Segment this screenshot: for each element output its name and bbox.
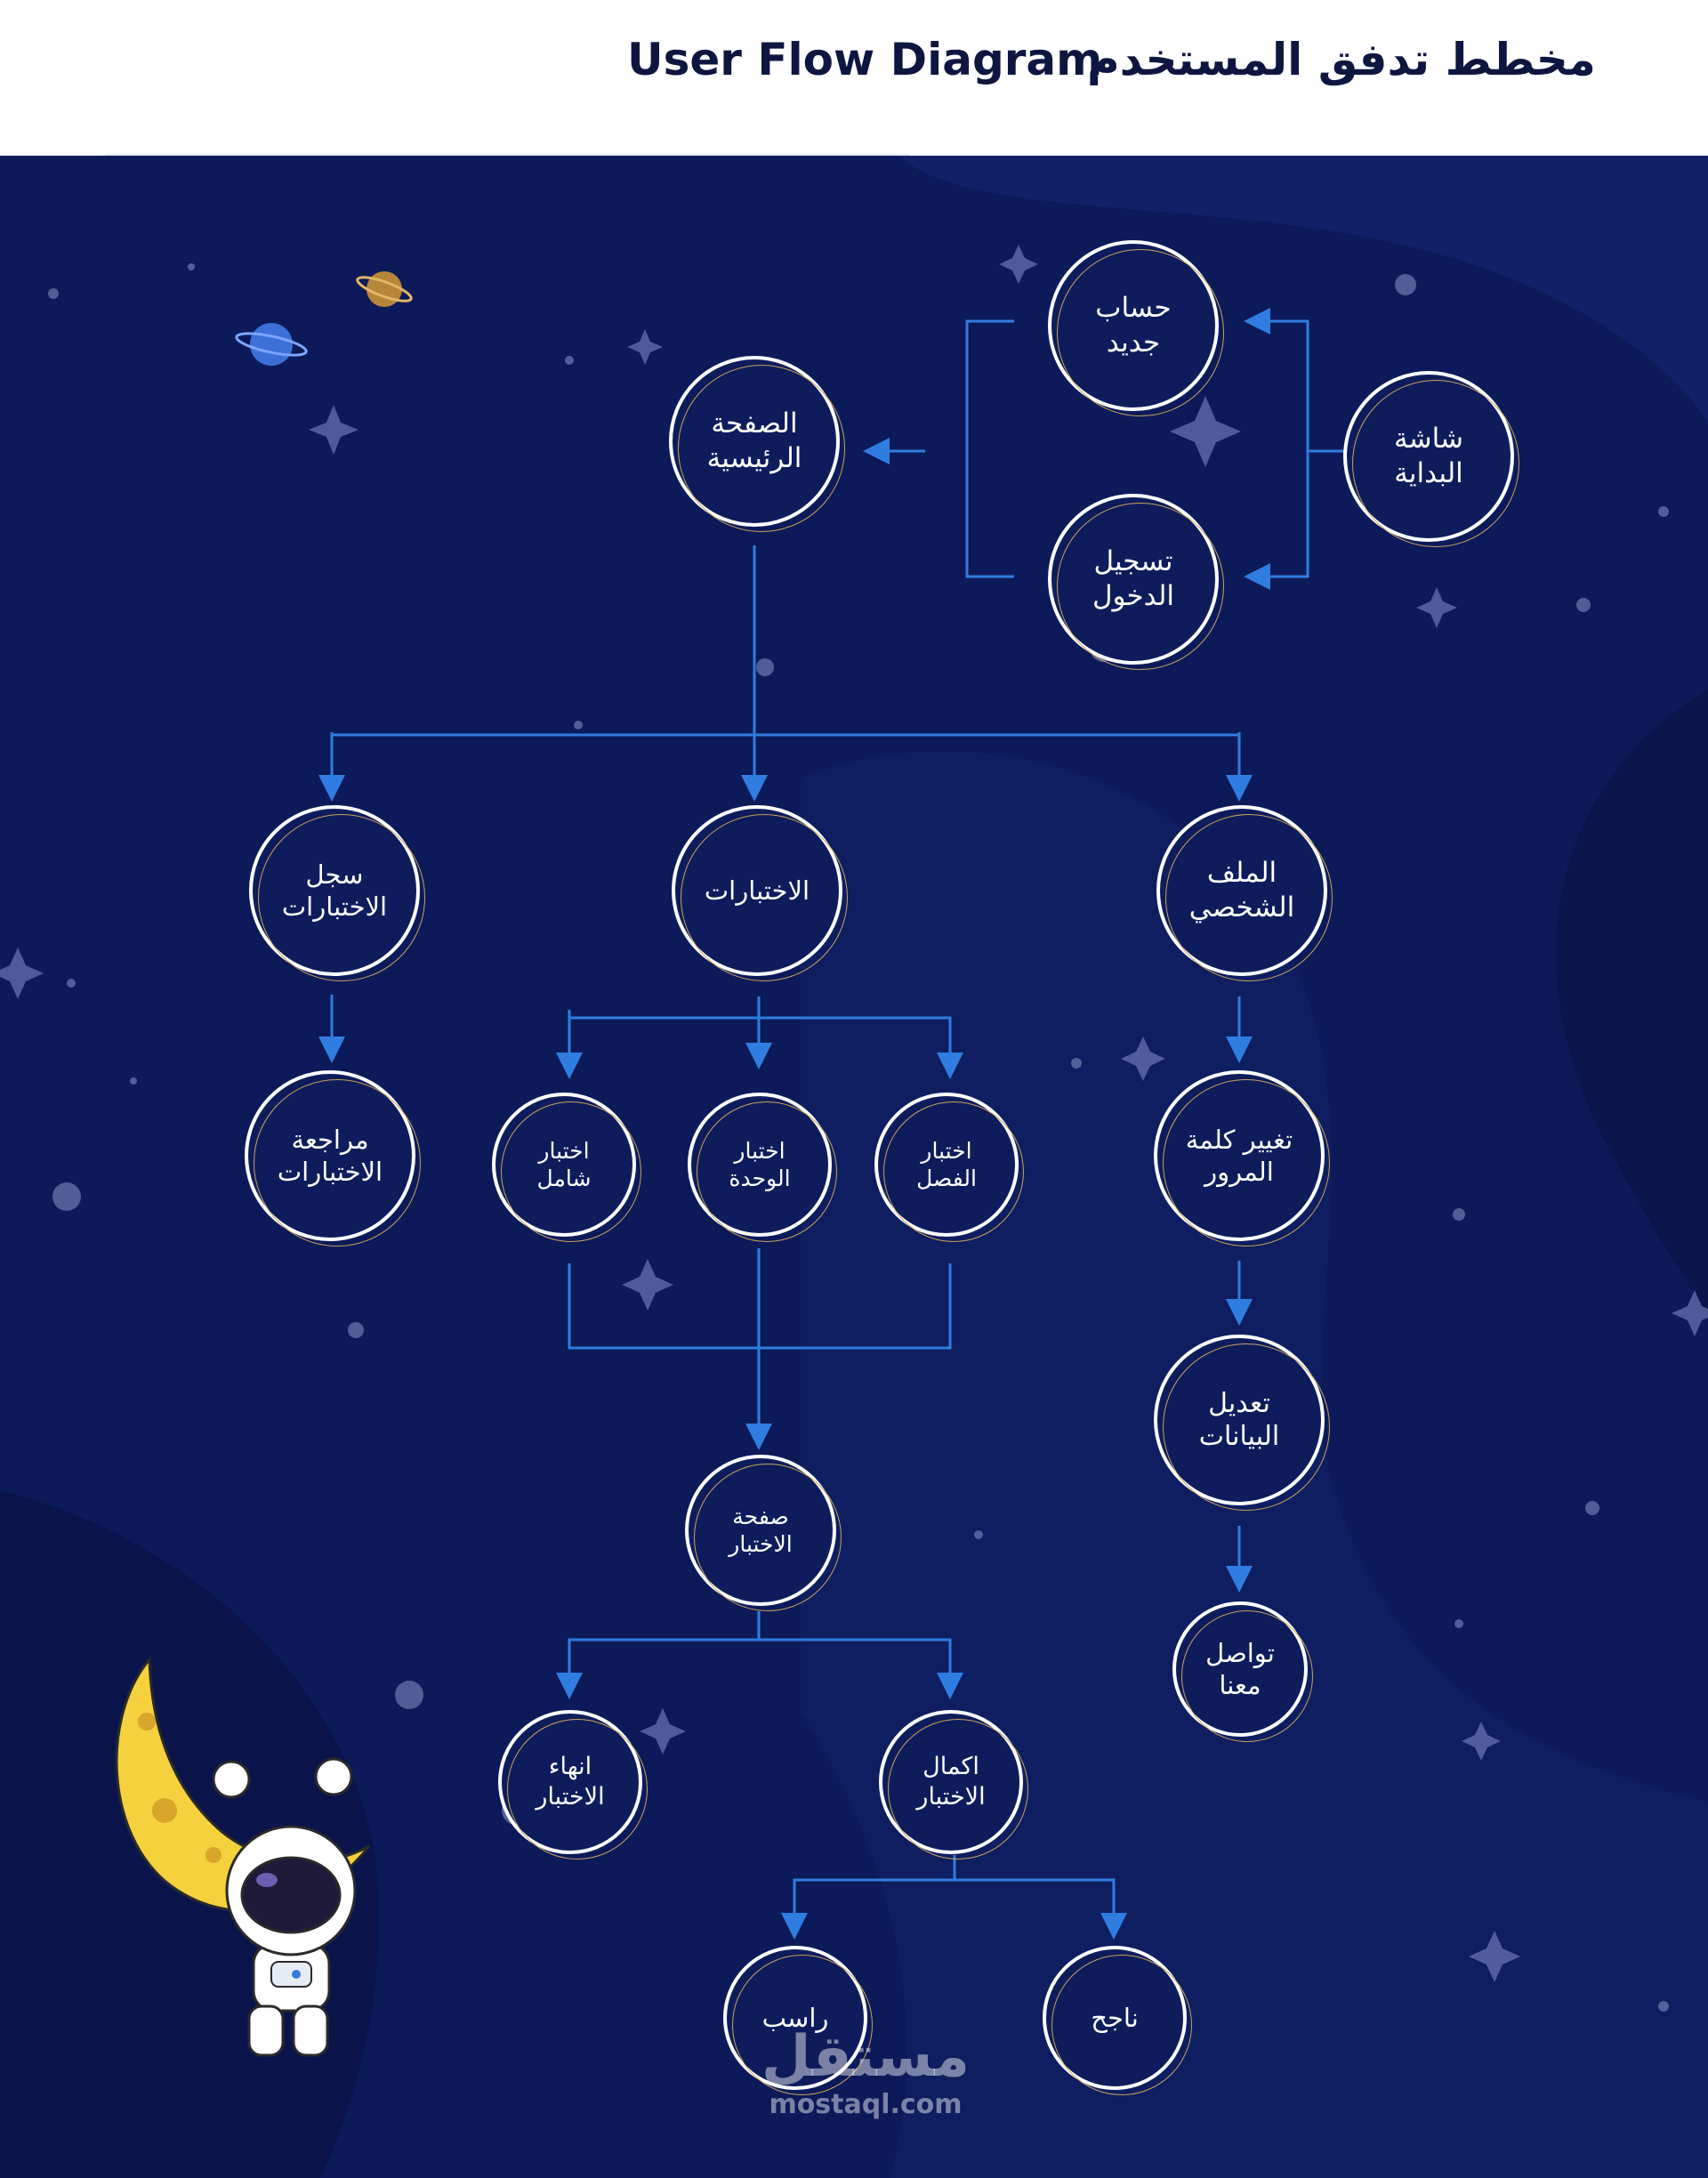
node-label: الملف الشخصي bbox=[1188, 857, 1295, 924]
node-label: تواصل معنا bbox=[1205, 1637, 1275, 1700]
diagram-canvas: شاشة البداية حساب جديد تسجيل الدخول الصف… bbox=[0, 156, 1708, 2178]
node-contact-us: تواصل معنا bbox=[1172, 1601, 1313, 1742]
page-title-english: User Flow Diagram bbox=[627, 34, 1103, 85]
node-label: الصفحة الرئيسية bbox=[706, 407, 802, 474]
node-label: تسجيل الدخول bbox=[1092, 545, 1175, 612]
node-edit-data: تعديل البيانات bbox=[1154, 1335, 1330, 1511]
node-label: اختبار شامل bbox=[536, 1137, 592, 1191]
node-complete-test: اكمال الاختبار bbox=[879, 1710, 1028, 1859]
node-new-account: حساب جديد bbox=[1048, 240, 1224, 416]
node-label: اختبار الوحدة bbox=[729, 1137, 791, 1191]
node-label: تغيير كلمة المرور bbox=[1185, 1124, 1293, 1187]
connector-lines bbox=[318, 308, 1345, 1940]
header-divider bbox=[105, 154, 910, 157]
node-label: سجل الاختبارات bbox=[281, 859, 388, 922]
node-home-page: الصفحة الرئيسية bbox=[669, 356, 845, 532]
node-splash-screen: شاشة البداية bbox=[1343, 371, 1519, 547]
node-end-test: انهاء الاختبار bbox=[498, 1710, 648, 1859]
node-passed: ناجح bbox=[1043, 1946, 1192, 2095]
node-login: تسجيل الدخول bbox=[1048, 494, 1224, 670]
node-label: مراجعة الاختبارات bbox=[277, 1124, 383, 1187]
header: User Flow Diagram مخطط تدفق المستخدم bbox=[0, 0, 1708, 157]
node-label: حساب جديد bbox=[1095, 292, 1172, 359]
watermark-arabic: مستقل bbox=[761, 2024, 971, 2090]
node-label: تعديل البيانات bbox=[1198, 1387, 1280, 1453]
page-title-arabic: مخطط تدفق المستخدم bbox=[1087, 34, 1596, 85]
node-label: راسب bbox=[761, 2002, 829, 2033]
node-label: اختبار الفصل bbox=[916, 1137, 977, 1191]
watermark-url: mostaql.com bbox=[769, 2089, 963, 2120]
node-label: اكمال الاختبار bbox=[916, 1753, 986, 1811]
node-change-password: تغيير كلمة المرور bbox=[1154, 1070, 1330, 1246]
node-label: ناجح bbox=[1091, 2002, 1139, 2033]
node-tests: الاختبارات bbox=[672, 805, 848, 981]
node-unit-test: اختبار الوحدة bbox=[688, 1093, 837, 1242]
node-test-page: صفحة الاختبار bbox=[685, 1455, 842, 1611]
node-label: صفحة الاختبار bbox=[729, 1503, 793, 1557]
node-tests-log: سجل الاختبارات bbox=[249, 805, 425, 981]
node-full-test: اختبار شامل bbox=[492, 1093, 641, 1242]
astronaut-moon-icon bbox=[115, 1655, 371, 2057]
node-chapter-test: اختبار الفصل bbox=[874, 1093, 1024, 1242]
node-label: الاختبارات bbox=[704, 875, 810, 906]
node-failed: راسب bbox=[723, 1946, 873, 2095]
node-tests-review: مراجعة الاختبارات bbox=[245, 1070, 421, 1246]
node-label: شاشة البداية bbox=[1393, 423, 1463, 489]
watermark: مستقل mostaql.com bbox=[750, 2029, 981, 2120]
node-label: انهاء الاختبار bbox=[536, 1753, 605, 1811]
planet-icon bbox=[235, 271, 413, 366]
node-profile: الملف الشخصي bbox=[1156, 805, 1333, 981]
